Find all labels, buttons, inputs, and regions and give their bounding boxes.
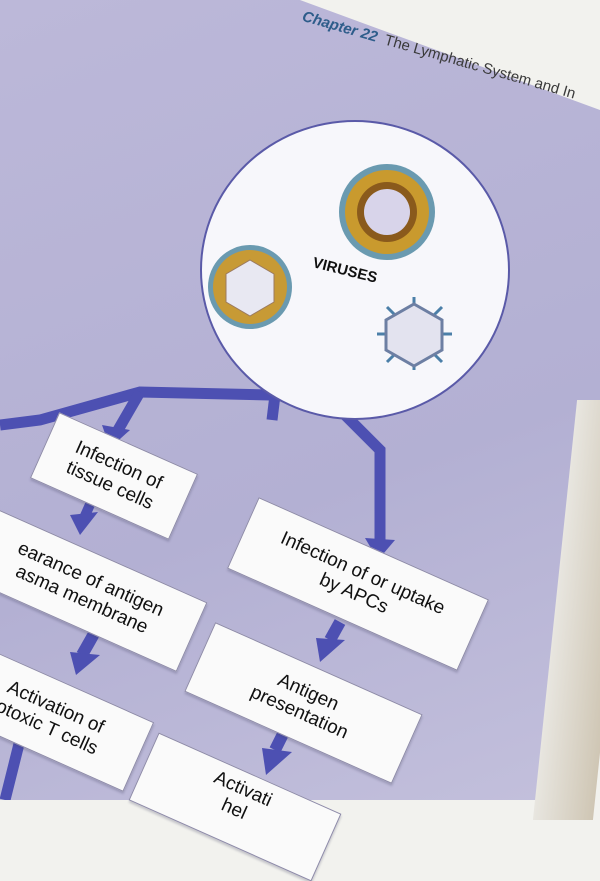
arrowhead-presentation [262, 748, 292, 775]
arrowhead-membrane [70, 652, 100, 675]
connector-down-left [0, 738, 26, 800]
capsid-virus-icon [208, 245, 292, 329]
connector-left [113, 389, 145, 433]
arrowhead-right [365, 538, 395, 560]
flow-arrows [0, 386, 395, 800]
enveloped-virus-icon [339, 164, 435, 260]
virus-illustrations [208, 164, 452, 370]
naked-virus-icon [377, 297, 452, 370]
connector-center [266, 394, 281, 421]
arrow-shaft-membrane [76, 629, 101, 658]
arrow-shaft-apc [324, 619, 346, 643]
arrowhead-apc [316, 638, 345, 662]
arrowhead-tissue [70, 512, 98, 535]
viruses-circle [200, 120, 510, 420]
